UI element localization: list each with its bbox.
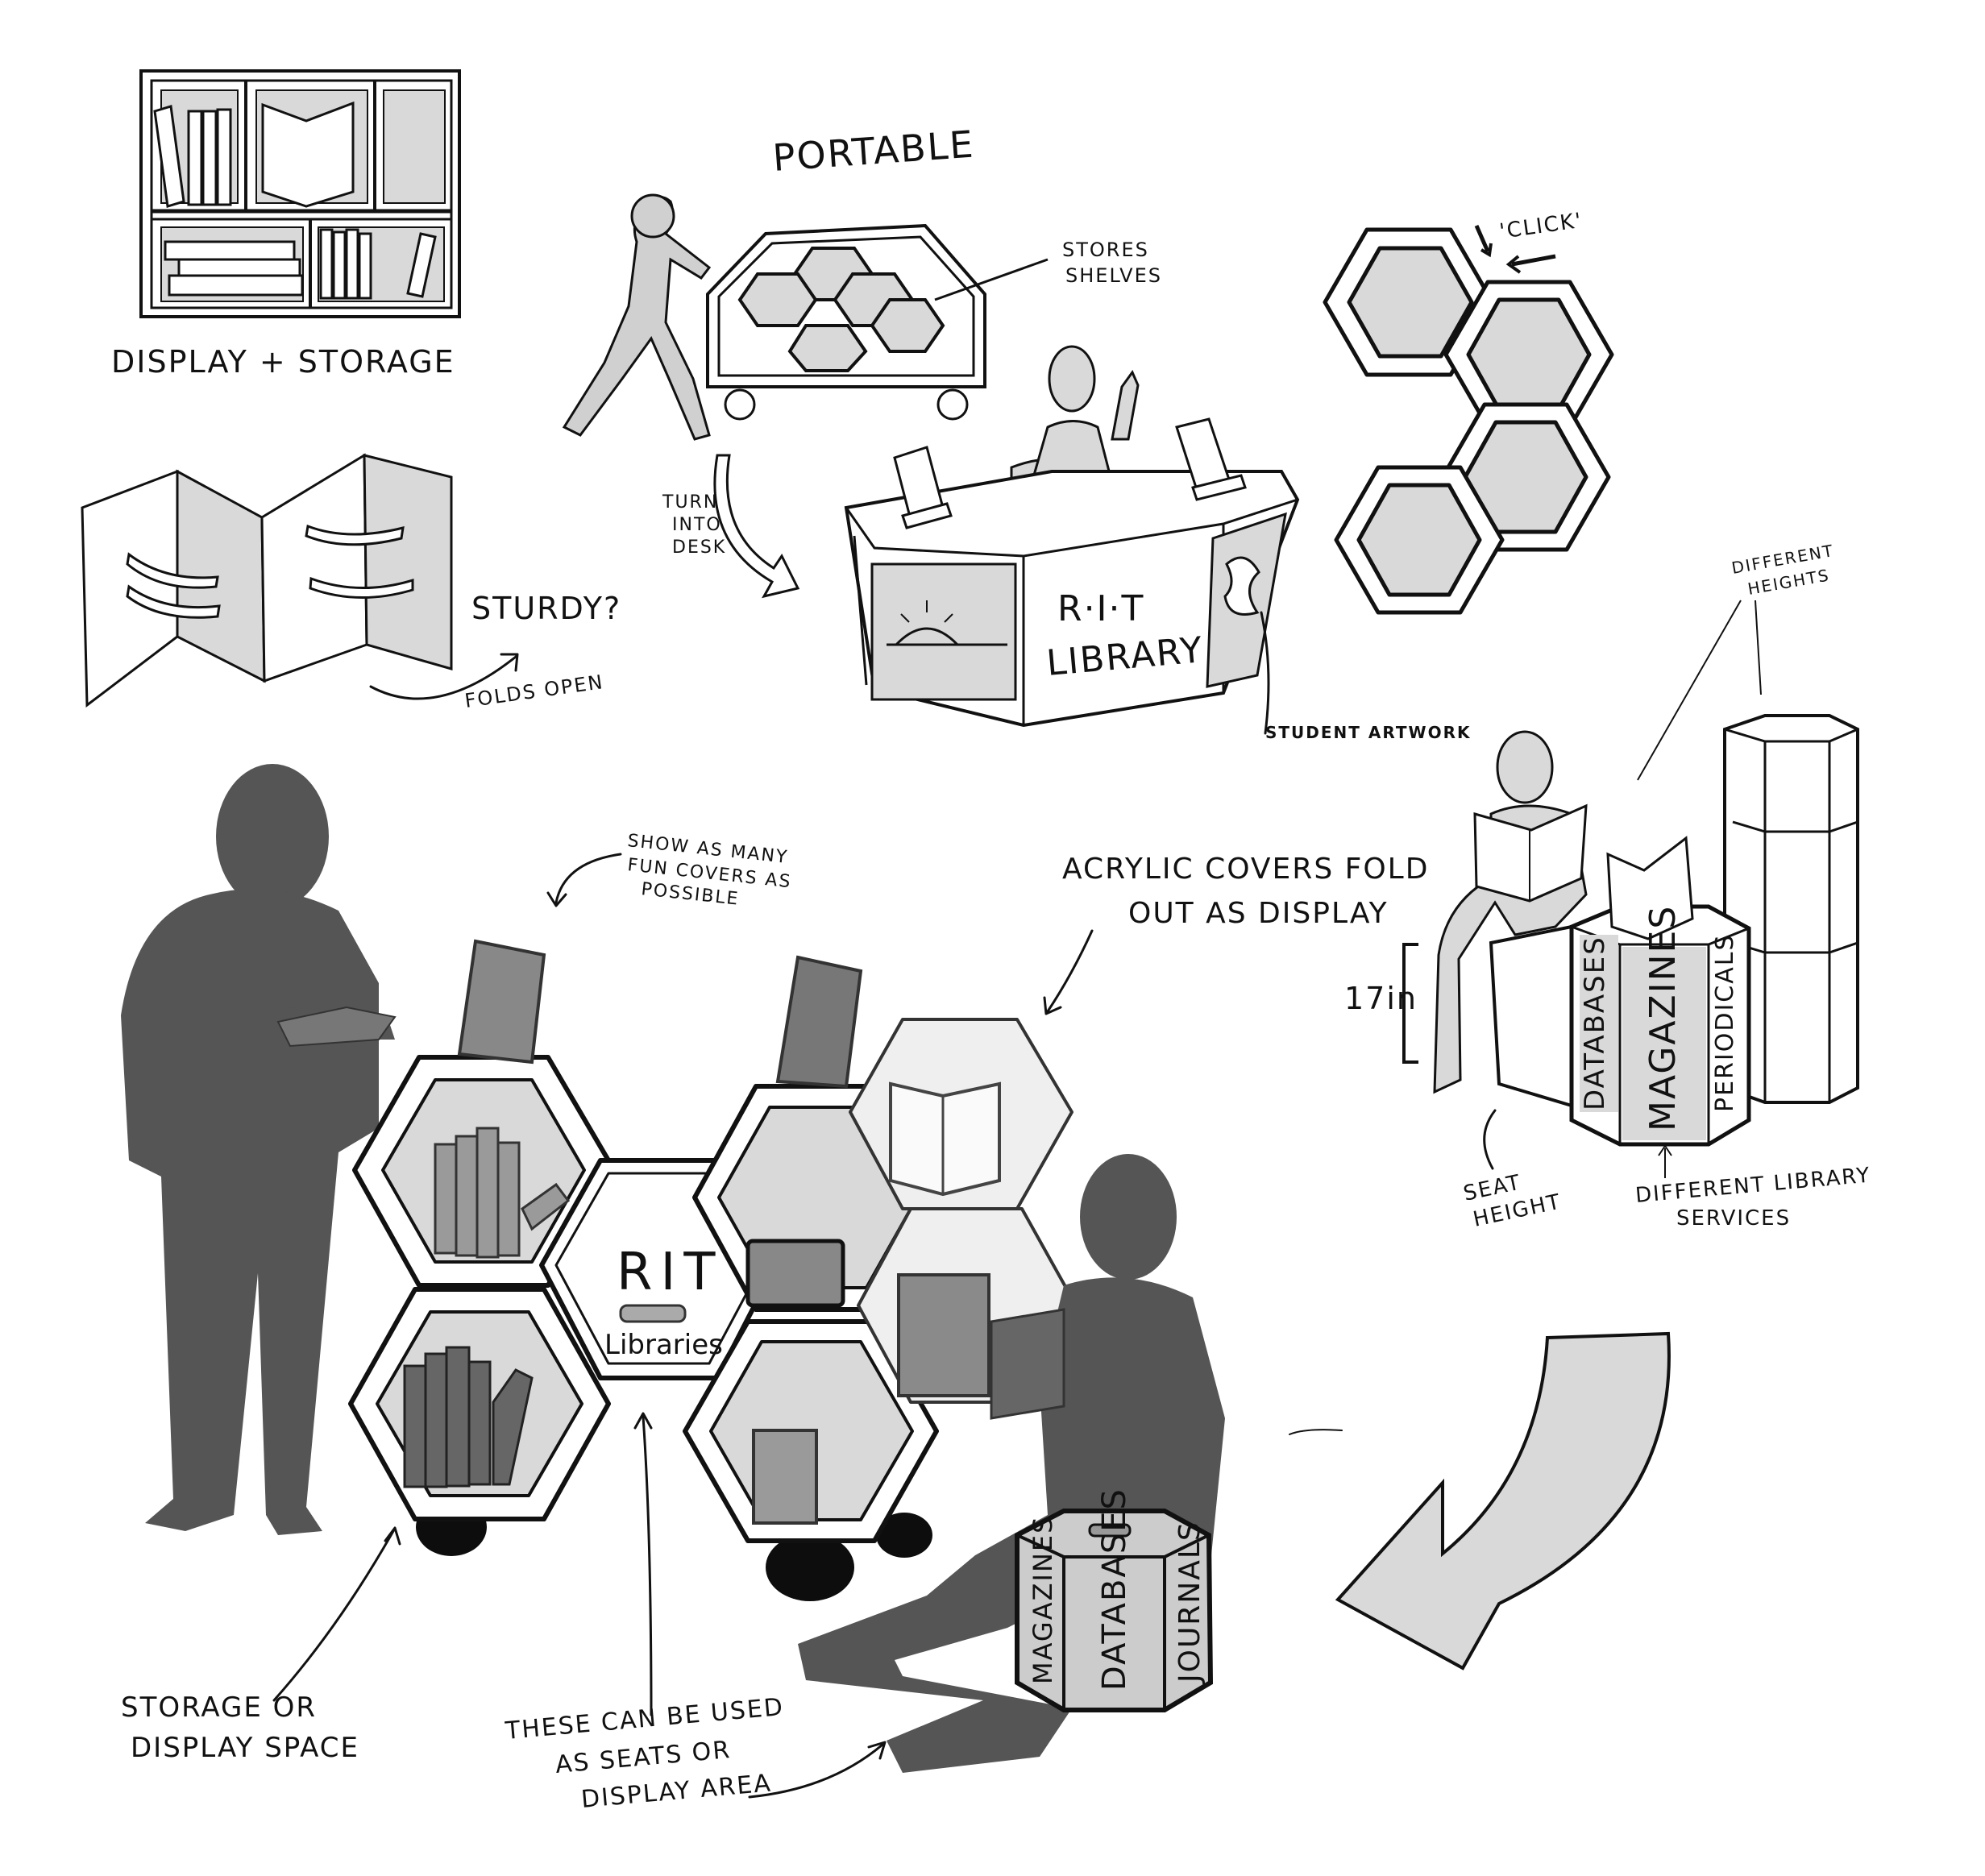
stool-label-2: DATABASES: [1096, 1488, 1133, 1691]
storage-line2: DISPLAY SPACE: [131, 1732, 359, 1764]
stool-label-1: MAGAZINES: [1028, 1516, 1058, 1684]
services-line1: DIFFERENT LIBRARY: [1634, 1164, 1872, 1208]
seats-line1: THESE CAN BE USED: [504, 1693, 786, 1745]
services-line2: SERVICES: [1676, 1206, 1791, 1231]
stores-note-line2: SHELVES: [1065, 264, 1162, 287]
desk-sign-line1: R·I·T: [1057, 588, 1144, 629]
column-label-1: DATABASES: [1579, 936, 1611, 1110]
portable-cart-sketch: PORTABLE STORES SHELVES: [562, 122, 1162, 441]
folds-open-note: FOLDS OPEN: [463, 670, 605, 712]
display-storage-caption: DISPLAY + STORAGE: [111, 344, 455, 380]
acrylic-line2: OUT AS DISPLAY: [1128, 897, 1389, 930]
storage-line1: STORAGE OR: [121, 1691, 317, 1724]
flow-arrow: [1335, 1331, 1671, 1671]
library-stool: MAGAZINES DATABASES JOURNALS: [1015, 1488, 1214, 1712]
column-label-3: PERIODICALS: [1711, 933, 1739, 1112]
seats-line2: AS SEATS OR: [554, 1736, 733, 1779]
seating-heights-sketch: DIFFERENT HEIGHTS DATABASES MAGAZINES PE…: [1344, 541, 1872, 1232]
hex-click-sketch: 'CLICK': [1323, 209, 1614, 615]
seated-reader-silhouette: [798, 1154, 1225, 1773]
seat-measure: 17in: [1344, 981, 1418, 1016]
portable-title: PORTABLE: [771, 122, 976, 180]
desk-sketch: TURNS INTO DESK R·I·T LIBRARY STUDENT AR…: [662, 345, 1471, 742]
pushing-person: [562, 196, 712, 441]
stores-note-line1: STORES: [1062, 239, 1149, 261]
column-label-2: MAGAZINES: [1642, 905, 1684, 1131]
display-storage-sketch: DISPLAY + STORAGE: [111, 69, 461, 380]
center-sub: Libraries: [604, 1329, 723, 1361]
stool-label-3: JOURNALS: [1173, 1521, 1206, 1684]
turns-line3: DESK: [672, 537, 726, 558]
standing-reader-silhouette: [121, 764, 395, 1535]
click-note: 'CLICK': [1498, 209, 1584, 244]
seats-line3: DISPLAY AREA: [580, 1769, 774, 1814]
acrylic-line1: ACRYLIC COVERS FOLD: [1062, 853, 1429, 886]
center-title: RIT: [617, 1243, 723, 1302]
main-render: RIT Libraries MAGAZINES DATABASES JOURNA…: [121, 764, 1671, 1814]
turns-line2: INTO: [672, 515, 722, 535]
student-artwork-note: STUDENT ARTWORK: [1265, 723, 1471, 742]
folding-shelf-sketch: STURDY? FOLDS OPEN: [81, 453, 621, 712]
sturdy-question: STURDY?: [471, 591, 621, 626]
